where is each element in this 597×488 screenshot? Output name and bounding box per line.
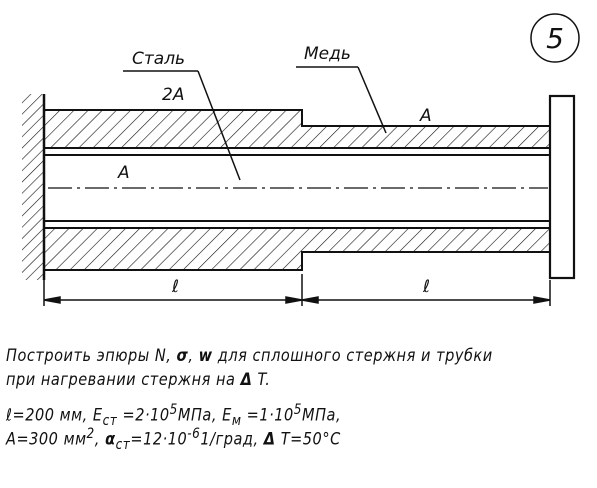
length-right-label: ℓ — [422, 277, 430, 297]
copper-leader — [357, 66, 387, 134]
rod-diagram: 5 Сталь 2A Медь A A ℓ ℓ — [22, 13, 580, 306]
delta-symbol-2: Δ — [263, 429, 276, 449]
params-line-2: A=300 мм2, αст=12·10-61/град, Δ T=50°C — [6, 426, 341, 453]
figure-number: 5 — [546, 22, 564, 55]
solid-rod — [44, 154, 550, 222]
steel-leader — [197, 70, 241, 181]
steel-tube — [44, 110, 302, 270]
length-left-label: ℓ — [171, 277, 179, 297]
tube-outline — [44, 109, 550, 271]
copper-label: Медь — [304, 44, 351, 64]
copper-tube — [302, 126, 550, 252]
w-symbol: w — [198, 346, 213, 365]
end-plate — [548, 94, 576, 280]
alpha-symbol: α — [105, 429, 116, 449]
fixed-wall — [22, 94, 46, 280]
steel-area-label: 2A — [162, 85, 184, 105]
steel-label: Сталь — [132, 49, 185, 69]
dimension-lines — [43, 274, 551, 306]
delta-symbol: Δ — [240, 370, 253, 389]
figure-number-badge: 5 — [530, 13, 580, 63]
task-line-1: Построить эпюры N, σ, w для сплошного ст… — [6, 346, 493, 365]
params-line-1: ℓ=200 мм, Eст =2·105МПа, Eм =1·105МПа, — [6, 402, 342, 429]
task-line-2: при нагревании стержня на Δ T. — [6, 370, 271, 389]
copper-area-label: A — [419, 106, 432, 126]
sigma-symbol: σ — [176, 346, 189, 365]
rod-area-label: A — [117, 163, 130, 183]
